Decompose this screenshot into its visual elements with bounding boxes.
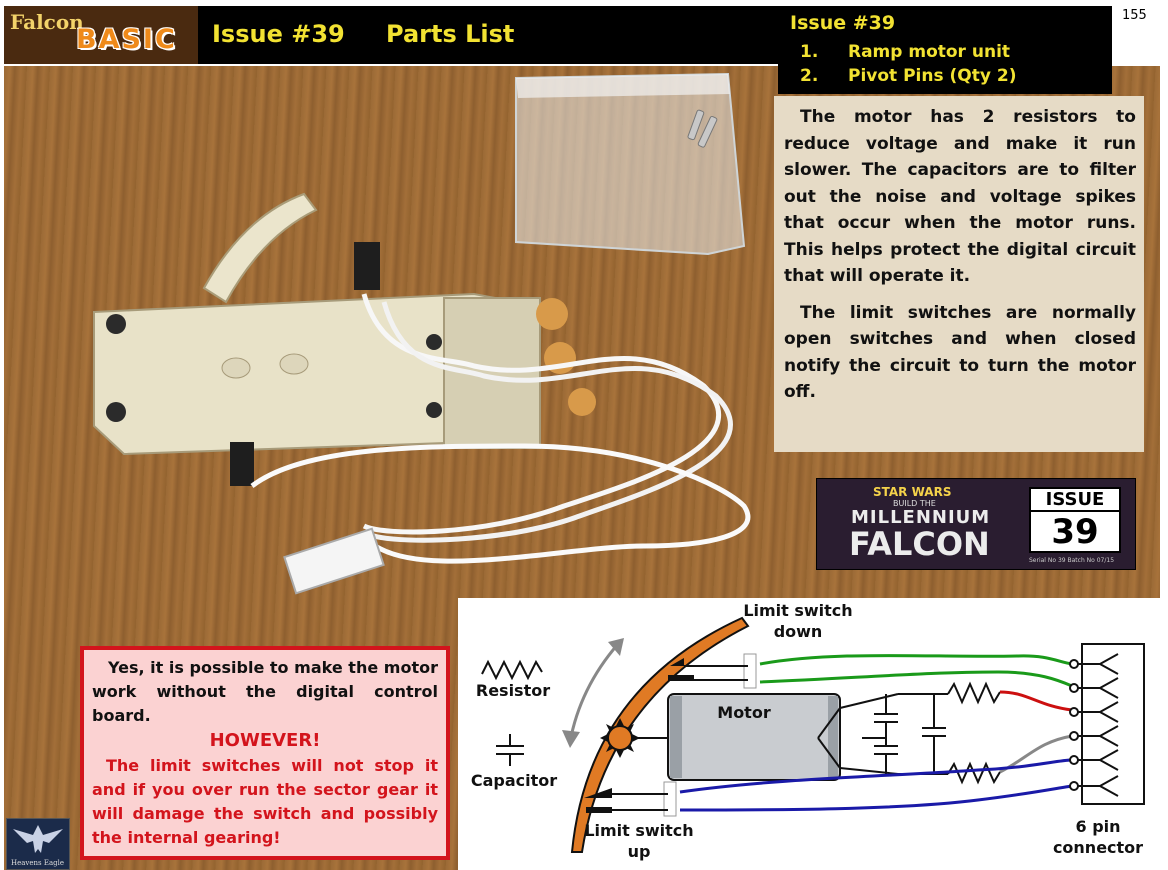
sector-gear-arc [570, 616, 750, 853]
info-paragraph-limit-switches: The limit switches are normally open swi… [784, 302, 1136, 403]
screw [106, 402, 126, 422]
label-limit-switch-down: Limit switch down [738, 600, 858, 642]
bag-seal [516, 74, 730, 98]
label-motor: Motor [717, 703, 771, 722]
limit-switch-down-part [230, 442, 254, 486]
magazine-badge: STAR WARS BUILD THE MILLENNIUM FALCON IS… [816, 478, 1136, 570]
label-resistor: Resistor [475, 681, 551, 700]
wire-blue-upper [679, 758, 1073, 794]
capacitor-network [839, 693, 948, 775]
capacitor-part [568, 388, 596, 416]
limit-switch-down-symbol [743, 653, 757, 689]
note-however: HOWEVER! [209, 730, 321, 751]
star-wars-logo-text: STAR WARS [873, 485, 952, 499]
serial-text: Serial No 39 Batch No 07/15 [1029, 557, 1115, 564]
issue-label: ISSUE [1031, 489, 1119, 512]
issue-parts-box: Issue #39 1. Ramp motor unit 2. Pivot Pins… [778, 6, 1112, 94]
screw [426, 334, 442, 350]
issue-part-number: 1. [800, 42, 819, 62]
wire-green-upper [759, 654, 1073, 666]
issue-part-number: 2. [800, 66, 819, 86]
label-limit-switch-up: Limit switch up [584, 820, 694, 862]
page-number: 155 [1122, 8, 1147, 23]
label-limit-switch-up-line1: Limit switch [584, 821, 694, 840]
logo-basic-text: BASIC [76, 24, 177, 55]
note-warning: The limit switches will not stop it and … [92, 756, 438, 847]
issue-heading: Issue #39 [790, 12, 896, 34]
page-title: Issue #39 [212, 20, 345, 48]
limit-switch-down-lever [670, 658, 684, 666]
logo-falcon-text: Falcon [10, 10, 84, 34]
issue-part-label: Pivot Pins (Qty 2) [848, 66, 1017, 86]
resistor-lower-symbol [947, 761, 1001, 785]
motor-endcap [828, 696, 838, 778]
motor-endcap [670, 696, 682, 778]
circuit-drawing [481, 616, 1145, 853]
pivot-pin [697, 115, 718, 148]
screw [426, 402, 442, 418]
note-intro: Yes, it is possible to make the motor wo… [92, 658, 438, 725]
falcon-text: FALCON [849, 525, 990, 563]
connector-pins [1069, 659, 1079, 791]
pivot-pin [687, 109, 705, 141]
resistor-upper-symbol [947, 681, 1001, 705]
motor-lead [817, 707, 841, 739]
wire-red [999, 690, 1073, 712]
screw [106, 314, 126, 334]
build-the-text: BUILD THE [893, 499, 936, 508]
capacitor-part [536, 298, 568, 330]
label-limit-switch-down-line1: Limit switch [743, 601, 853, 620]
page-subtitle: Parts List [386, 20, 515, 48]
label-connector-line1: 6 pin [1075, 817, 1121, 836]
motor-unit-illustration [93, 72, 751, 595]
plastic-bag [515, 72, 746, 256]
limit-switch-up-lever [584, 788, 612, 798]
housing-boss [279, 353, 309, 375]
eagle-logo-label: Heavens Eagle [11, 859, 64, 867]
falcon-basic-logo: Falcon BASIC [4, 6, 198, 64]
rotation-arrowhead [608, 638, 624, 656]
label-limit-switch-up-line2: up [627, 842, 651, 861]
housing-boss [221, 357, 251, 379]
eagle-icon [13, 825, 63, 853]
limit-switch-up-symbol [663, 781, 677, 817]
connector-body [1081, 643, 1145, 805]
label-connector: 6 pin connector [1048, 816, 1148, 858]
sector-arm [202, 192, 318, 304]
rotation-arrowhead [562, 730, 580, 748]
issue-part-item: 1. Ramp motor unit [800, 42, 1010, 62]
connector-contacts [1078, 653, 1119, 797]
issue-part-label: Ramp motor unit [848, 42, 1011, 62]
issue-number-box: ISSUE 39 [1029, 487, 1121, 553]
capacitor-legend-symbol [496, 734, 524, 766]
millennium-text: MILLENNIUM [851, 507, 991, 528]
white-wire-bundle [250, 443, 751, 564]
motor-end [443, 297, 541, 449]
limit-switch-up-part [354, 242, 380, 290]
wire-connector [283, 527, 385, 595]
info-paragraph-resistors: The motor has 2 resistors to reduce volt… [784, 107, 1136, 286]
label-capacitor: Capacitor [470, 771, 558, 790]
warning-note-box: Yes, it is possible to make the motor wo… [80, 646, 450, 860]
label-connector-line2: connector [1052, 838, 1144, 857]
pinion-gear-icon [600, 718, 640, 758]
info-text-box: The motor has 2 resistors to reduce volt… [774, 96, 1144, 452]
white-wire-bundle [373, 301, 733, 543]
heavens-eagle-logo: Heavens Eagle [6, 818, 70, 870]
issue-number: 39 [1051, 512, 1099, 552]
label-limit-switch-down-line2: down [773, 622, 823, 641]
resistor-legend-symbol [481, 659, 543, 681]
motor-lead [817, 737, 841, 769]
wire-blue-lower [679, 784, 1073, 812]
wire-green-lower [759, 670, 1073, 688]
rotation-arrow [568, 643, 620, 743]
circuit-diagram: Limit switch down Resistor Capacitor Mot… [458, 598, 1160, 870]
issue-part-item: 2. Pivot Pins (Qty 2) [800, 66, 1016, 86]
